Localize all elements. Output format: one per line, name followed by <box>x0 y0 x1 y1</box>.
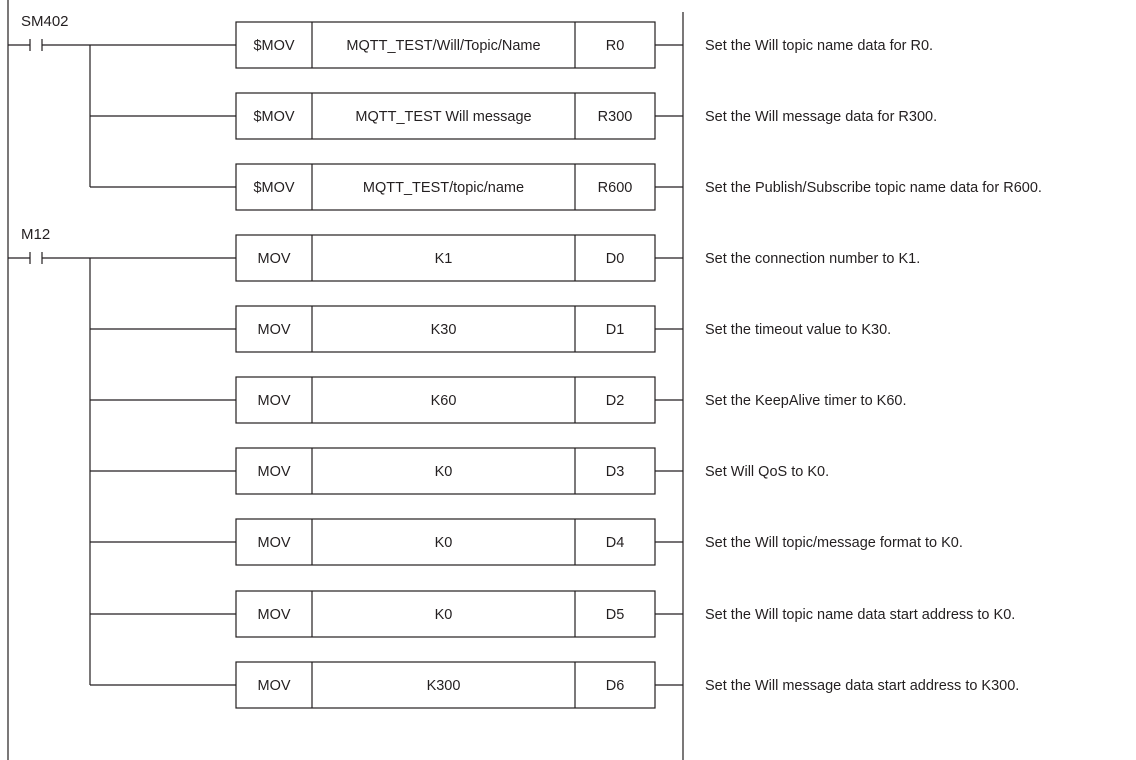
instruction-destination: D5 <box>606 607 625 623</box>
instruction-source: K0 <box>435 607 453 623</box>
rung-comment: Set the Will topic name data start addre… <box>705 607 1015 623</box>
rung-comment: Set the Will topic name data for R0. <box>705 38 933 54</box>
instruction-opcode: $MOV <box>253 180 294 196</box>
instruction-opcode: MOV <box>257 535 290 551</box>
instruction-source: K0 <box>435 535 453 551</box>
instruction-block: MOV K60 D2 <box>235 376 656 424</box>
instruction-source: MQTT_TEST Will message <box>355 109 531 125</box>
instruction-box <box>235 21 656 69</box>
instruction-opcode: MOV <box>257 393 290 409</box>
rung-comment: Set the Will topic/message format to K0. <box>705 535 963 551</box>
instruction-source: K60 <box>431 393 457 409</box>
rung-comment: Set Will QoS to K0. <box>705 464 829 480</box>
instruction-box <box>235 234 656 282</box>
instruction-destination: D0 <box>606 251 625 267</box>
instruction-source: K300 <box>427 678 461 694</box>
instruction-box <box>235 376 656 424</box>
instruction-source: K30 <box>431 322 457 338</box>
instruction-destination: D4 <box>606 535 625 551</box>
rung-comment: Set the Will message data for R300. <box>705 109 937 125</box>
instruction-source: K0 <box>435 464 453 480</box>
rung-comment: Set the timeout value to K30. <box>705 322 891 338</box>
instruction-source: MQTT_TEST/Will/Topic/Name <box>346 38 540 54</box>
instruction-opcode: $MOV <box>253 109 294 125</box>
instruction-block: MOV K0 D3 <box>235 447 656 495</box>
rung-comment: Set the Will message data start address … <box>705 678 1019 694</box>
instruction-block: $MOV MQTT_TEST/Will/Topic/Name R0 <box>235 21 656 69</box>
instruction-opcode: MOV <box>257 464 290 480</box>
instruction-block: MOV K0 D5 <box>235 590 656 638</box>
instruction-block: MOV K1 D0 <box>235 234 656 282</box>
rung-comment: Set the connection number to K1. <box>705 251 920 267</box>
instruction-opcode: MOV <box>257 251 290 267</box>
instruction-opcode: MOV <box>257 607 290 623</box>
instruction-box <box>235 447 656 495</box>
instruction-destination: D3 <box>606 464 625 480</box>
instruction-destination: D1 <box>606 322 625 338</box>
instruction-block: MOV K30 D1 <box>235 305 656 353</box>
contact-label: M12 <box>21 226 50 243</box>
instruction-destination: D2 <box>606 393 625 409</box>
rung-comment: Set the KeepAlive timer to K60. <box>705 393 907 409</box>
rung-comment: Set the Publish/Subscribe topic name dat… <box>705 180 1042 196</box>
instruction-destination: R600 <box>598 180 633 196</box>
instruction-block: $MOV MQTT_TEST Will message R300 <box>235 92 656 140</box>
instruction-box <box>235 305 656 353</box>
instruction-box <box>235 92 656 140</box>
instruction-opcode: MOV <box>257 322 290 338</box>
instruction-destination: R0 <box>606 38 625 54</box>
instruction-box <box>235 590 656 638</box>
instruction-destination: R300 <box>598 109 633 125</box>
instruction-opcode: $MOV <box>253 38 294 54</box>
instruction-block: MOV K0 D4 <box>235 518 656 566</box>
instruction-source: K1 <box>435 251 453 267</box>
instruction-source: MQTT_TEST/topic/name <box>363 180 524 196</box>
instruction-opcode: MOV <box>257 678 290 694</box>
instruction-box <box>235 518 656 566</box>
instruction-box <box>235 661 656 709</box>
instruction-destination: D6 <box>606 678 625 694</box>
instruction-box <box>235 163 656 211</box>
instruction-block: $MOV MQTT_TEST/topic/name R600 <box>235 163 656 211</box>
instruction-block: MOV K300 D6 <box>235 661 656 709</box>
contact-label: SM402 <box>21 13 69 30</box>
